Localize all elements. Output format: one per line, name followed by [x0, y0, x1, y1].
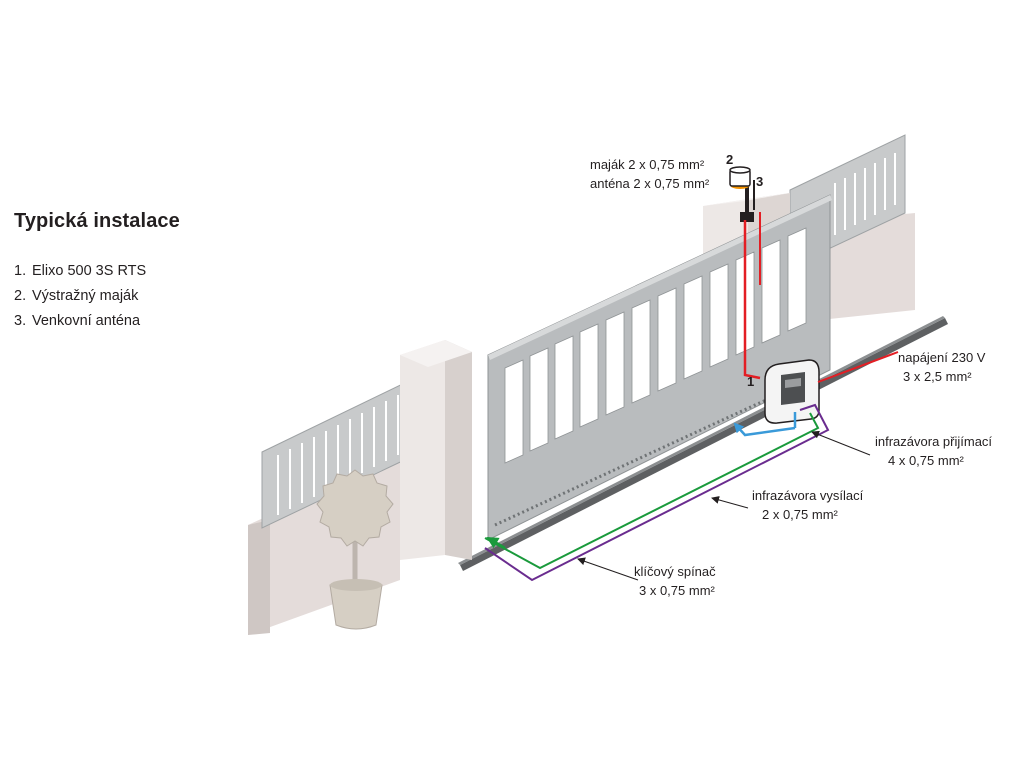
- photocell-link: [733, 412, 797, 437]
- legend: Typická instalace 1. Elixo 500 3S RTS 2. V…: [14, 210, 180, 334]
- legend-item-beacon: 2. Výstražný maják: [14, 284, 180, 309]
- receiver-callout-line1: infrazávora přijímací: [875, 434, 992, 449]
- power-callout-line2: 3 x 2,5 mm²: [903, 369, 972, 384]
- marker-3: 3: [756, 174, 763, 189]
- power-callout-line1: napájení 230 V: [898, 350, 986, 365]
- legend-item-label: Výstražný maják: [32, 288, 139, 304]
- marker-1: 1: [747, 374, 754, 389]
- receiver-leader: [811, 430, 871, 456]
- warning-beacon: [729, 166, 754, 222]
- receiver-callout-line2: 4 x 0,75 mm²: [888, 453, 965, 468]
- transmitter-leader: [711, 496, 749, 509]
- keyswitch-callout-line2: 3 x 0,75 mm²: [639, 583, 716, 598]
- legend-title: Typická instalace: [14, 210, 180, 232]
- keyswitch-leader: [577, 557, 639, 581]
- power-cable: [743, 212, 899, 383]
- transmitter-cable: [484, 412, 820, 570]
- legend-list: 1. Elixo 500 3S RTS 2. Výstražný maják 3. V…: [14, 259, 180, 334]
- legend-item-number: 2.: [14, 288, 27, 304]
- legend-item-antenna: 3. Venkovní anténa: [14, 309, 180, 334]
- marker-2: 2: [726, 152, 733, 167]
- legend-item-motor: 1. Elixo 500 3S RTS: [14, 259, 180, 284]
- ground-rail: [458, 316, 948, 571]
- transmitter-callout-line1: infrazávora vysílací: [752, 488, 864, 503]
- transmitter-callout-line2: 2 x 0,75 mm²: [762, 507, 839, 522]
- legend-item-number: 1.: [14, 263, 27, 279]
- legend-item-label: Elixo 500 3S RTS: [32, 263, 147, 279]
- left-pillar: [400, 340, 472, 560]
- potted-tree: [316, 469, 394, 630]
- antenna-callout-line2: anténa 2 x 0,75 mm²: [590, 176, 710, 191]
- legend-item-label: Venkovní anténa: [32, 313, 141, 329]
- legend-item-number: 3.: [14, 313, 27, 329]
- beacon-callout-line1: maják 2 x 0,75 mm²: [590, 157, 705, 172]
- receiver-cable: [484, 403, 830, 582]
- keyswitch-callout-line1: klíčový spínač: [634, 564, 716, 579]
